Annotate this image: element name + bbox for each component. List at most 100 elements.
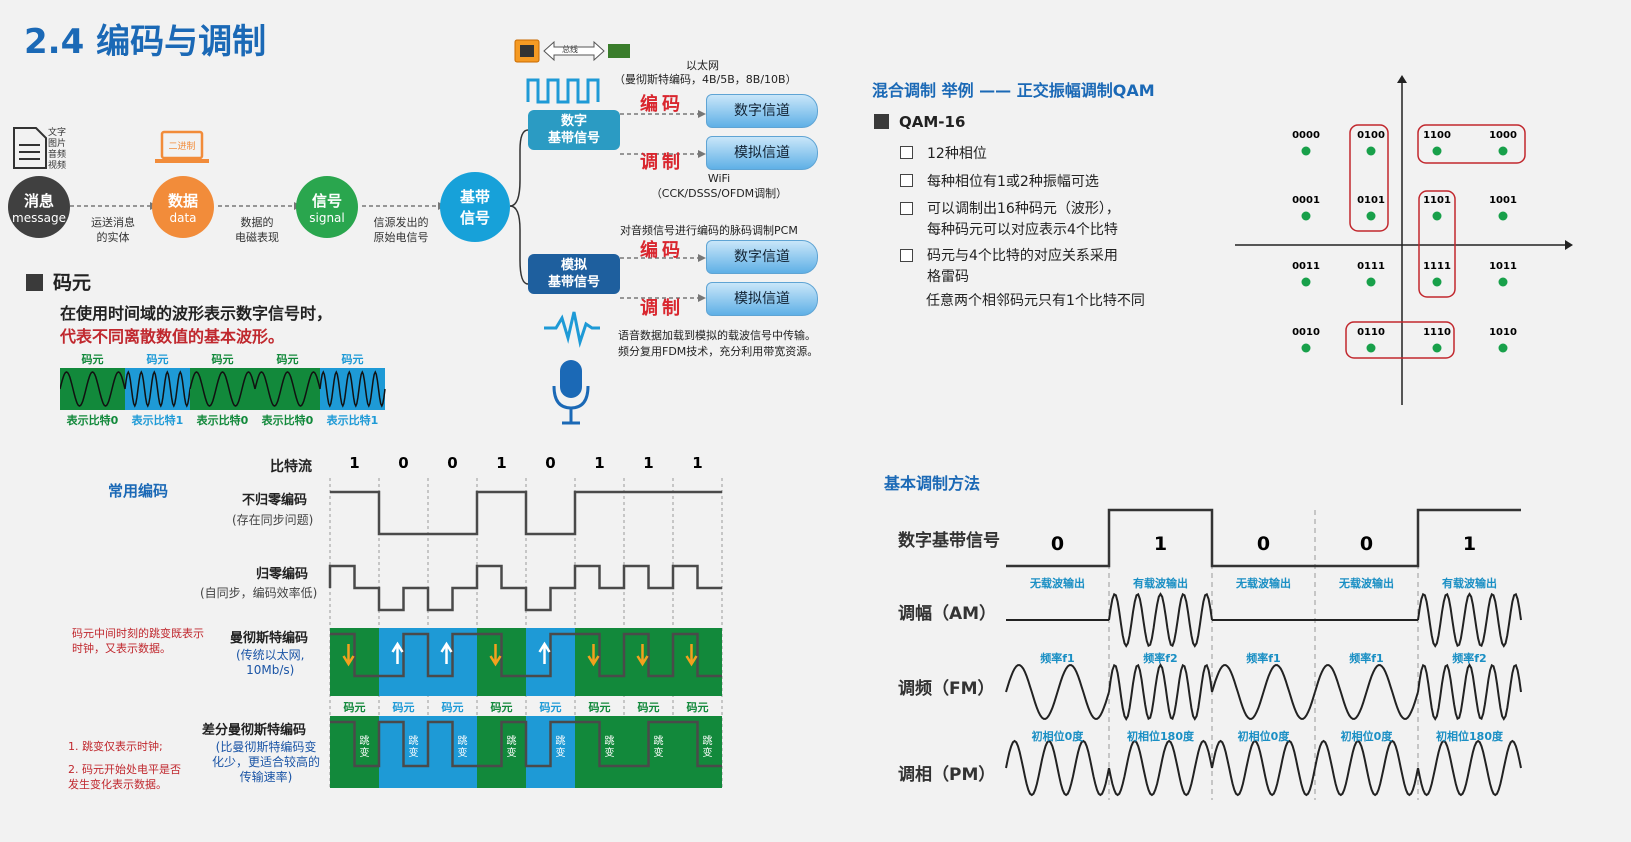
digital-baseband-box: 数字 基带信号	[528, 110, 620, 150]
bus-arrow-icon	[543, 40, 605, 62]
qam-point-label: 1100	[1423, 130, 1451, 141]
qam-point	[1366, 146, 1376, 156]
qam-point-label: 0010	[1292, 327, 1320, 338]
manchester-cell-label: 码元	[687, 701, 709, 714]
codeword-bottom-label: 表示比特0	[66, 413, 119, 427]
diff-manchester-label: 差分曼彻斯特编码	[202, 723, 307, 738]
qam-point	[1498, 277, 1508, 287]
jump-label: 变	[360, 746, 370, 759]
qam-point	[1432, 211, 1442, 221]
bit-label: 1	[692, 454, 702, 472]
pm-label: 初相位180度	[1127, 729, 1195, 743]
modulation-heading: 基本调制方法	[884, 474, 981, 493]
qam-point	[1301, 146, 1311, 156]
manchester-cell-label: 码元	[491, 701, 513, 714]
qam-point	[1498, 146, 1508, 156]
codeword-bottom-label: 表示比特0	[261, 413, 314, 427]
analog-baseband-box: 模拟 基带信号	[528, 254, 620, 294]
pm-label: 初相位0度	[1341, 729, 1394, 743]
qam-point-label: 0111	[1357, 261, 1385, 272]
binary-label: 二进制	[168, 142, 196, 152]
qam-item-4: 码元与4个比特的对应关系采用 格雷码	[900, 246, 1118, 288]
qam-point-label: 1111	[1423, 261, 1451, 272]
codeword-top-label: 码元	[342, 353, 364, 366]
arrow-up-icon	[538, 641, 551, 664]
manchester-wave	[330, 632, 722, 678]
codeword-desc-2: 代表不同离散数值的基本波形。	[60, 327, 285, 346]
fm-label: 频率f1	[1246, 651, 1280, 665]
fm-wave	[1108, 663, 1213, 721]
pm-label: 调相（PM）	[898, 765, 996, 785]
bitstream-label: 比特流	[270, 459, 312, 475]
fm-label: 频率f1	[1040, 651, 1074, 665]
pcm-label: 对音频信号进行编码的脉码调制PCM	[620, 224, 798, 237]
analog-channel-1: 模拟信道	[706, 136, 818, 170]
node-message-sub: message	[12, 210, 66, 225]
baseband-bit: 1	[1463, 533, 1476, 555]
bus-label: 总线	[562, 45, 578, 54]
node-signal: 信号 signal	[296, 176, 358, 238]
diff-manchester-note: (比曼彻斯特编码变 化少，更适合较高的 传输速率)	[212, 740, 321, 784]
am-label: 调幅（AM）	[898, 604, 997, 624]
cpu-icon	[514, 39, 540, 63]
qam-item-3: 可以调制出16种码元（波形）， 每种码元可以对应表示4个比特	[900, 199, 1120, 241]
qam-point-label: 1011	[1489, 261, 1517, 272]
baseband-bit: 0	[1257, 533, 1270, 555]
am-label: 有载波输出	[1133, 576, 1188, 590]
jump-label: 变	[605, 746, 615, 759]
qam-point-label: 1110	[1423, 327, 1451, 338]
nrz-wave	[330, 490, 722, 536]
qam-item-2-text: 每种相位有1或2种振幅可选	[927, 174, 1099, 190]
manchester-cell-label: 码元	[393, 701, 415, 714]
baseband-signal-label: 数字基带信号	[898, 531, 1000, 551]
pm-wave	[1005, 739, 1110, 797]
coding-heading: 常用编码	[108, 482, 169, 500]
nrz-note: (存在同步问题)	[232, 513, 314, 527]
qam-point	[1498, 343, 1508, 353]
jump-label: 变	[654, 746, 664, 759]
codeword-heading: 码元	[26, 268, 91, 295]
jump-label: 跳	[409, 734, 419, 747]
codeword-wave	[189, 371, 256, 407]
qam-sub-text: QAM-16	[899, 113, 966, 131]
diff-side-note-2: 2. 码元开始处电平是否 发生变化表示数据。	[68, 763, 181, 791]
pm-wave	[1314, 739, 1419, 797]
pm-wave	[1108, 739, 1213, 797]
diff-manchester-wave	[330, 720, 722, 768]
jump-label: 跳	[556, 734, 566, 747]
node-message-title: 消息	[23, 191, 54, 210]
qam-point-label: 0000	[1292, 130, 1320, 141]
qam-point	[1432, 277, 1442, 287]
fm-label: 调频（FM）	[898, 679, 995, 699]
eth-sub: （曼彻斯特编码，4B/5B，8B/10B）	[614, 73, 797, 86]
qam-point-label: 0001	[1292, 195, 1320, 206]
qam-heading: 混合调制 举例 —— 正交振幅调制QAM	[872, 81, 1155, 100]
fm-label: 频率f2	[1143, 651, 1177, 665]
qam-highlight-box	[1417, 124, 1526, 164]
document-icon	[13, 127, 47, 169]
jump-label: 跳	[605, 734, 615, 747]
manchester-cell-label: 码元	[589, 701, 611, 714]
doc-types-label: 文字 图片 音频 视频	[48, 128, 67, 171]
pm-wave	[1417, 739, 1522, 797]
codeword-wave	[60, 371, 126, 407]
qam-point-label: 1101	[1423, 195, 1451, 206]
analog-wave-icon	[544, 311, 600, 348]
qam-note: 任意两个相邻码元只有1个比特不同	[926, 293, 1145, 309]
bit-label: 0	[545, 454, 555, 472]
jump-label: 变	[507, 746, 517, 759]
microphone-icon	[552, 360, 590, 425]
digital-channel-2: 数字信道	[706, 240, 818, 274]
laptop-icon	[155, 130, 209, 163]
pm-label: 初相位0度	[1032, 729, 1085, 743]
qam-point-label: 0110	[1357, 327, 1385, 338]
am-wave	[1417, 592, 1522, 648]
jump-label: 跳	[507, 734, 517, 747]
qam-sub: QAM-16	[874, 113, 965, 131]
codeword-heading-text: 码元	[53, 272, 92, 294]
jump-label: 变	[556, 746, 566, 759]
qam-highlight-box	[1345, 321, 1455, 359]
am-label: 无载波输出	[1235, 576, 1291, 590]
rz-wave	[328, 564, 722, 612]
qam-point	[1366, 211, 1376, 221]
